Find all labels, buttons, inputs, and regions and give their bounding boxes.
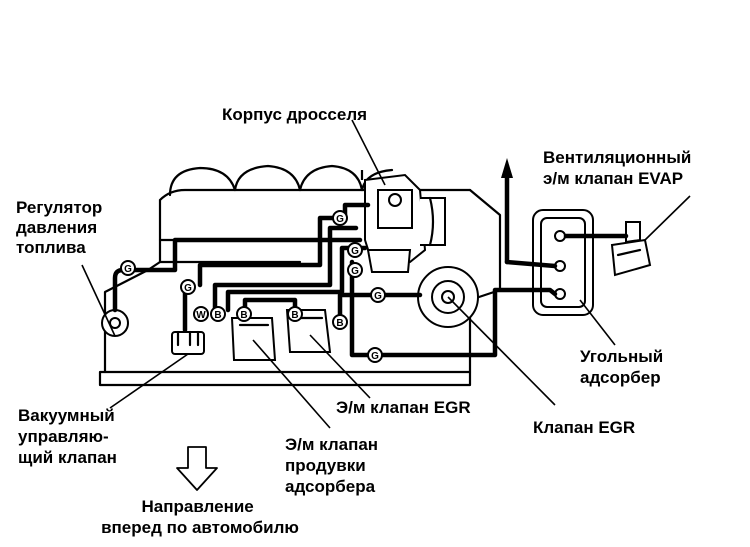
vacuum-control-valve-part — [171, 330, 205, 355]
svg-text:B: B — [291, 310, 298, 321]
vent-arrow — [501, 158, 513, 178]
egr-solenoid-label: Э/м клапан EGR — [336, 398, 471, 417]
forward-direction-label: Направление вперед по автомобилю — [101, 497, 299, 537]
hose-marker: G — [367, 347, 383, 363]
vacuum-hoses — [112, 170, 629, 358]
charcoal-canister-part — [532, 209, 594, 316]
charcoal-canister-label: Угольный адсорбер — [580, 347, 668, 387]
svg-text:G: G — [124, 264, 132, 275]
purge-solenoid-part — [230, 317, 277, 361]
hose-marker: G — [120, 260, 136, 276]
svg-text:G: G — [374, 291, 382, 302]
hose-marker: G — [332, 210, 348, 226]
throttle-body — [364, 173, 446, 273]
hose-marker: G — [180, 279, 196, 295]
purge-solenoid-label: Э/м клапан продувки адсорбера — [285, 435, 383, 496]
svg-text:W: W — [196, 310, 206, 321]
svg-text:B: B — [214, 310, 221, 321]
svg-text:G: G — [351, 266, 359, 277]
hose-marker: G — [347, 262, 363, 278]
fuel-pressure-regulator-label: Регулятор давления топлива — [16, 198, 107, 257]
svg-text:G: G — [184, 283, 192, 294]
hose-marker: W — [193, 306, 209, 322]
svg-text:G: G — [371, 351, 379, 362]
hose-markers: G G G G G G B B W B B G — [120, 210, 386, 363]
hose-marker: B — [332, 314, 348, 330]
evap-vent-valve-label: Вентиляционный э/м клапан EVAP — [543, 148, 696, 188]
hose-marker: B — [210, 306, 226, 322]
egr-valve-label: Клапан EGR — [533, 418, 635, 437]
hose-marker: G — [347, 242, 363, 258]
hose-marker: G — [370, 287, 386, 303]
hose-marker: B — [287, 306, 303, 322]
svg-text:G: G — [336, 214, 344, 225]
vacuum-control-valve-label: Вакуумный управляю- щий клапан — [18, 406, 119, 467]
svg-text:B: B — [336, 318, 343, 329]
forward-direction-arrow — [176, 446, 218, 491]
svg-text:G: G — [351, 246, 359, 257]
throttle-body-label: Корпус дросселя — [222, 105, 367, 124]
hose-marker: B — [236, 306, 252, 322]
leader-lines — [81, 119, 691, 429]
evap-vent-solenoid-part — [610, 221, 652, 277]
svg-text:B: B — [240, 310, 247, 321]
fuel-pressure-regulator-part — [101, 309, 129, 337]
